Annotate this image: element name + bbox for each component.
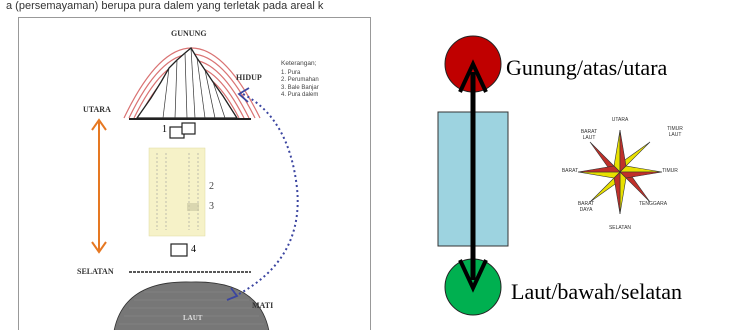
perumahan-number: 2 xyxy=(209,181,214,192)
compass-north-label: UTARA xyxy=(611,117,629,123)
life-cycle-arrowhead-bottom xyxy=(226,287,239,301)
bale-banjar xyxy=(187,203,199,211)
legend-title: Keterangan; xyxy=(281,60,317,67)
perumahan-houses xyxy=(156,153,199,230)
perumahan-area xyxy=(148,147,206,237)
selatan-label: SELATAN xyxy=(77,267,114,276)
compass-east-label: TIMUR xyxy=(662,168,678,174)
life-cycle-arrow xyxy=(238,93,299,295)
compass-west-label: BARAT xyxy=(561,168,579,174)
bottom-pole-label: Laut/bawah/selatan xyxy=(511,279,683,304)
compass-northwest-label: BARAT LAUT xyxy=(580,129,598,141)
pura-dalem-number: 4 xyxy=(191,244,196,255)
mati-label: MATI xyxy=(252,301,274,310)
life-cycle-arrowhead-top xyxy=(237,87,250,103)
legend-item: 3. Bale Banjar xyxy=(281,84,319,91)
gunung-label: GUNUNG xyxy=(171,29,207,38)
bale-banjar-number: 3 xyxy=(209,201,214,212)
top-pole-label: Gunung/atas/utara xyxy=(506,55,668,80)
hidup-label: HIDUP xyxy=(236,73,262,82)
village-layout-diagram: GUNUNG HIDUP UTARA SELATAN MATI LAUT 1 2… xyxy=(18,17,371,330)
compass-southwest-label: BARAT DAYA xyxy=(577,201,595,213)
north-south-arrow xyxy=(91,118,107,254)
compass-northeast-label: TIMUR LAUT xyxy=(667,126,683,138)
legend-item: 1. Pura xyxy=(281,69,301,76)
pura-dalem-building xyxy=(170,243,188,257)
axis-drawing xyxy=(437,35,663,316)
sea-texture xyxy=(119,291,264,325)
compass-south-label: SELATAN xyxy=(608,225,632,231)
sea-mound xyxy=(113,281,270,330)
compass-star-main xyxy=(577,129,663,215)
legend-item: 2. Perumahan xyxy=(281,77,319,83)
utara-label: UTARA xyxy=(83,105,111,114)
caption-text: a (persemayaman) berupa pura dalem yang … xyxy=(6,0,324,12)
pura-building xyxy=(169,122,196,139)
laut-label: LAUT xyxy=(183,314,203,322)
compass-southeast-label: TENGGARA xyxy=(638,201,668,207)
axis-diagram: Gunung/atas/utara Laut/bawah/selatan UTA… xyxy=(380,0,737,330)
village-layout-drawing xyxy=(91,47,299,330)
legend: Keterangan; 1. Pura 2. Perumahan 3. Bale… xyxy=(281,60,319,100)
compass-rose xyxy=(577,129,663,215)
axis-arrowhead-bottom xyxy=(458,259,488,293)
pura-number: 1 xyxy=(162,124,167,135)
mountain-ridges xyxy=(162,47,226,119)
axis-arrowhead-top xyxy=(458,59,488,93)
legend-item: 4. Pura dalem xyxy=(281,92,319,98)
